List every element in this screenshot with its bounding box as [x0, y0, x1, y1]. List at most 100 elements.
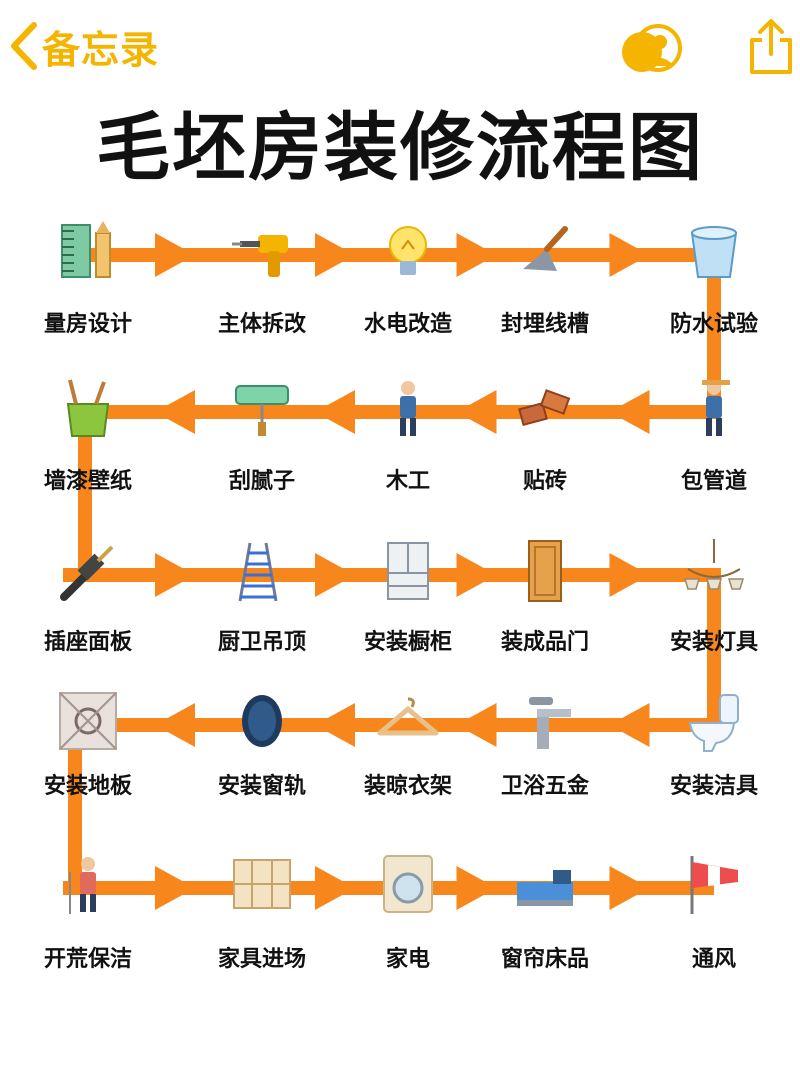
drill-icon [232, 235, 288, 277]
step-label: 刮腻子 [228, 469, 295, 494]
paint-roller-icon [235, 385, 289, 436]
flow-step[interactable]: 安装窗轨 [187, 689, 337, 800]
hanger-icon [377, 697, 439, 736]
back-label: 备忘录 [42, 27, 160, 72]
bricks-icon [518, 389, 571, 427]
flow-arrow [456, 866, 497, 910]
flow-step[interactable]: 防水试验 [639, 219, 789, 338]
washing-machine-icon [383, 855, 433, 913]
share-icon[interactable] [746, 16, 796, 76]
flow-step[interactable]: 通风 [639, 852, 789, 973]
step-label: 装晾衣架 [363, 774, 452, 799]
cleaner-icon [69, 857, 96, 914]
window-rail-icon [242, 695, 282, 747]
step-label: 窗帘床品 [500, 947, 589, 972]
step-label: 安装洁具 [669, 774, 758, 799]
step-label: 通风 [691, 947, 736, 972]
flow-step[interactable]: 墙漆壁纸 [13, 376, 163, 495]
flow-step[interactable]: 装成品门 [470, 539, 620, 656]
door-icon [528, 540, 562, 602]
flow-arrow [155, 703, 195, 747]
step-label: 墙漆壁纸 [43, 469, 132, 494]
step-label: 厨卫吊顶 [217, 630, 306, 655]
flow-step[interactable]: 窗帘床品 [470, 852, 620, 973]
step-label: 装成品门 [500, 630, 589, 655]
windsock-icon [690, 856, 738, 914]
floor-tile-icon [59, 692, 117, 750]
flow-step[interactable]: 装晾衣架 [333, 689, 483, 800]
step-label: 开荒保洁 [43, 947, 132, 972]
flow-step[interactable]: 开荒保洁 [13, 852, 163, 973]
flow-arrow [155, 553, 195, 597]
back-button[interactable]: 备忘录 [8, 18, 159, 74]
bed-icon [517, 870, 573, 906]
flow-step[interactable]: 厨卫吊顶 [187, 539, 337, 656]
ruler-pencil-icon [61, 221, 111, 278]
flow-arrow [155, 390, 195, 434]
flow-step[interactable]: 安装橱柜 [333, 539, 483, 656]
flow-arrow [315, 553, 355, 597]
carpenter-icon [400, 381, 416, 436]
lightbulb-icon [389, 226, 427, 275]
flow-arrow [315, 703, 355, 747]
shelf-icon [233, 859, 291, 909]
step-label: 防水试验 [669, 312, 758, 337]
cabinet-icon [387, 542, 429, 600]
flow-step[interactable]: 量房设计 [13, 219, 163, 338]
step-label: 水电改造 [363, 312, 452, 337]
flow-arrow [609, 553, 650, 597]
flow-arrow [609, 703, 650, 747]
flow-arrow [456, 553, 497, 597]
flow-step[interactable]: 安装洁具 [639, 689, 789, 800]
step-label: 安装窗轨 [217, 774, 306, 799]
step-label: 木工 [385, 469, 430, 494]
flow-step[interactable]: 刮腻子 [187, 376, 337, 495]
flow-arrow [456, 233, 497, 277]
paint-bucket-icon [66, 379, 110, 437]
flow-step[interactable]: 安装地板 [13, 689, 163, 800]
flow-step[interactable]: 家具进场 [187, 852, 337, 973]
flow-step[interactable]: 包管道 [639, 376, 789, 495]
flow-step[interactable]: 家电 [333, 852, 483, 973]
flow-arrow [155, 866, 195, 910]
faucet-icon [529, 697, 571, 749]
step-label: 量房设计 [43, 312, 132, 337]
step-label: 家具进场 [217, 947, 306, 972]
step-label: 主体拆改 [217, 312, 306, 337]
flow-step[interactable]: 插座面板 [13, 539, 163, 656]
flow-arrow [609, 390, 650, 434]
flow-step[interactable]: 贴砖 [470, 376, 620, 495]
flow-arrow [315, 390, 355, 434]
flow-step[interactable]: 安装灯具 [639, 539, 789, 656]
chandelier-icon [683, 539, 745, 590]
bucket-icon [690, 226, 738, 278]
flow-arrow [456, 703, 497, 747]
collaborate-icon[interactable] [616, 22, 686, 78]
worker-icon [702, 380, 730, 436]
page-title: 毛坯房装修流程图 [96, 105, 704, 191]
plug-icon [60, 545, 114, 601]
flow-step[interactable]: 主体拆改 [187, 219, 337, 338]
flow-arrow [456, 390, 497, 434]
step-label: 安装地板 [43, 774, 132, 799]
step-label: 卫浴五金 [500, 774, 589, 799]
step-label: 贴砖 [522, 469, 567, 494]
step-label: 封埋线槽 [500, 312, 589, 337]
ladder-icon [238, 542, 278, 602]
flow-step[interactable]: 卫浴五金 [470, 689, 620, 800]
flow-step[interactable]: 木工 [333, 376, 483, 495]
step-label: 安装橱柜 [363, 630, 452, 655]
toilet-icon [688, 694, 739, 752]
flow-arrow [315, 233, 355, 277]
flow-arrow [155, 233, 195, 277]
top-bar: 备忘录 [0, 0, 800, 95]
trowel-icon [523, 226, 568, 271]
step-label: 包管道 [680, 469, 747, 494]
step-label: 安装灯具 [669, 630, 758, 655]
flow-step[interactable]: 封埋线槽 [470, 219, 620, 338]
step-label: 家电 [385, 947, 430, 972]
flow-arrow [609, 866, 650, 910]
flow-step[interactable]: 水电改造 [333, 219, 483, 338]
flow-arrow [609, 233, 650, 277]
flow-arrow [315, 866, 355, 910]
